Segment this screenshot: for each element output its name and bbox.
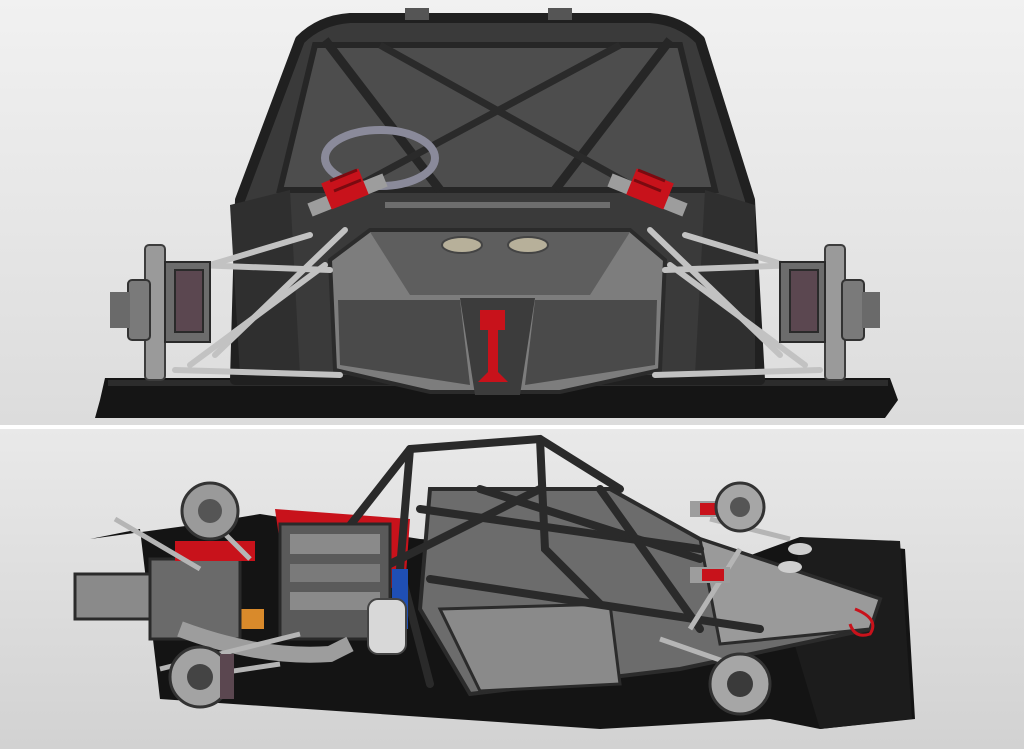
front-right-hub [779,244,880,381]
view-divider [0,425,1024,429]
red-tow-bracket [478,310,508,382]
orange-component [240,609,264,629]
oil-tank [367,598,407,655]
cage-diagonal-left [321,37,444,193]
front-splitter [95,378,898,418]
side-panel-left [230,190,300,375]
red-tow-loop [848,607,875,637]
nose-cone-panel [698,536,882,646]
bulkhead-left-facet [338,300,470,385]
cockpit-opening [276,42,719,193]
front-left-hub [110,244,211,381]
underside-view-panel [0,429,1024,749]
side-panel-right [695,190,755,375]
nose-vent-b [778,561,802,573]
front-view-panel [0,0,1024,425]
underside-view-render [73,434,915,729]
cage-cross-a [348,41,622,194]
brake-caliper-right [789,269,819,333]
roof-tab-right [548,8,572,20]
damper-left [307,168,388,217]
rear-hub-lower [168,645,234,709]
roof-tab-left [405,8,429,20]
front-hub-lower [708,652,772,716]
bulkhead-right-facet [525,300,657,385]
engine-assembly [240,522,408,655]
bulkhead-upper-plate [370,232,630,295]
reservoir-cap-right [507,236,549,254]
front-damper-lower [690,567,730,583]
rear-hub-upper [180,481,240,541]
nose-vent-a [788,543,812,555]
monocoque-lower-panel [437,602,622,693]
reservoir-cap-left [441,236,483,254]
cage-diagonal-right [551,37,674,193]
cage-cross-b [378,41,642,194]
brake-caliper-left [174,269,204,333]
front-hub-upper [714,481,766,533]
damper-right [607,168,688,217]
wishbones-right [647,227,823,378]
front-view-render [95,8,898,418]
exhaust-pipe [177,621,354,663]
wishbones-left [172,227,348,378]
